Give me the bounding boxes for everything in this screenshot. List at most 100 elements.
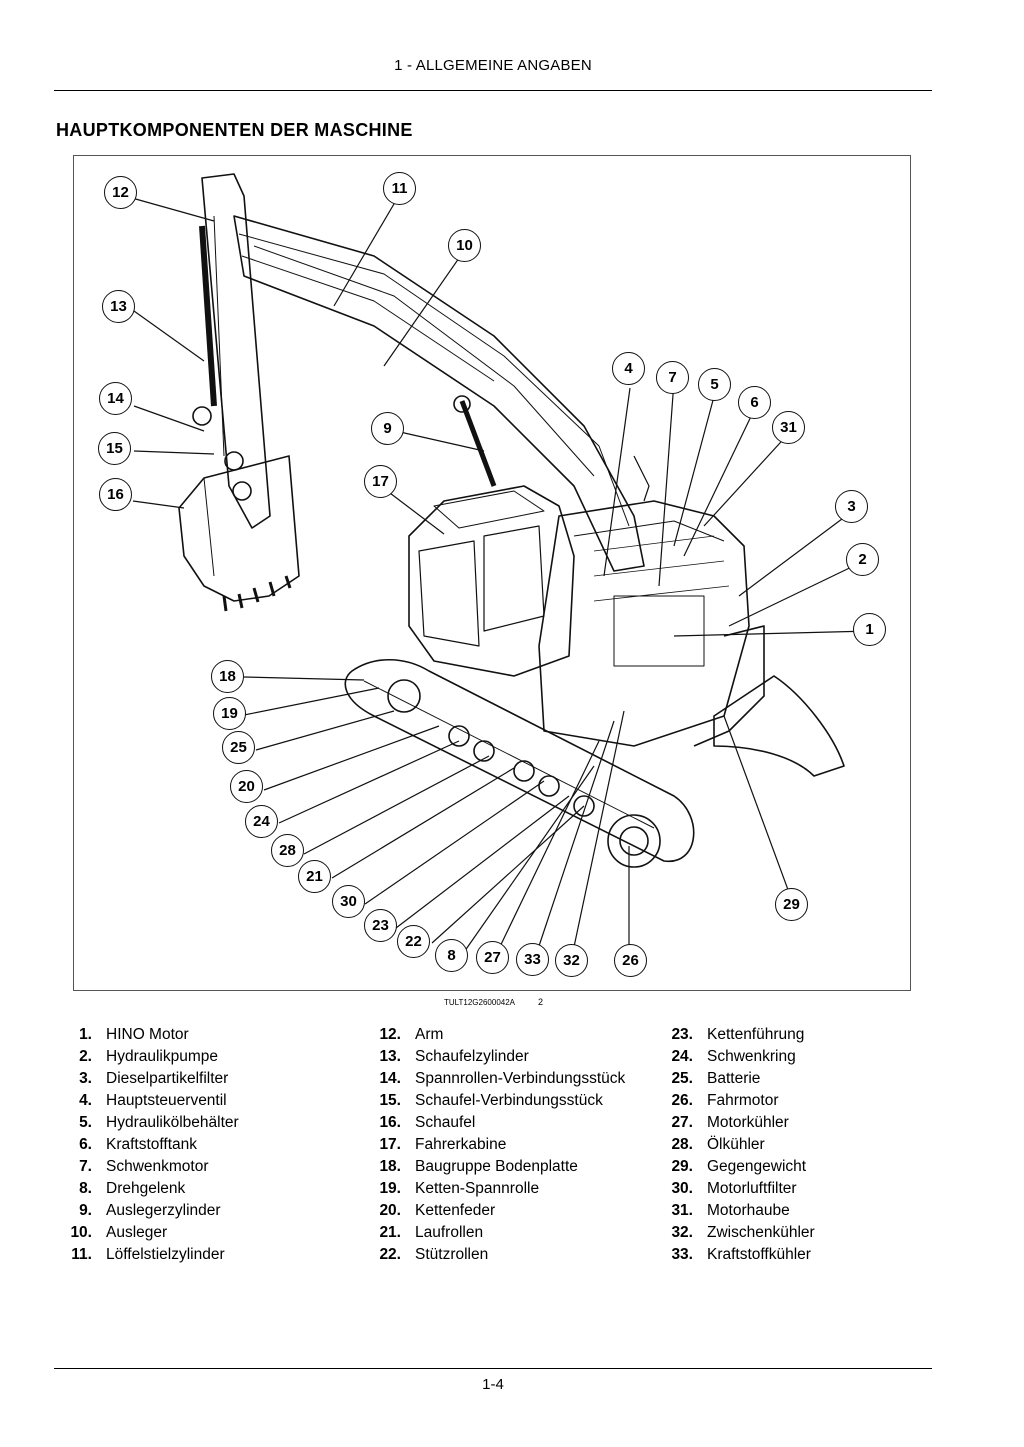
legend-item-number: 33. <box>671 1246 693 1263</box>
legend-item-number: 32. <box>671 1224 693 1241</box>
legend-item-number: 7. <box>79 1158 92 1175</box>
callout-12: 12 <box>104 176 137 209</box>
legend-item-number: 12. <box>379 1026 401 1043</box>
callout-22: 22 <box>397 925 430 958</box>
legend-item-label: Stützrollen <box>415 1246 489 1263</box>
callout-8: 8 <box>435 939 468 972</box>
legend-item-label: HINO Motor <box>106 1026 189 1043</box>
legend-item-label: Dieselpartikelfilter <box>106 1070 229 1087</box>
legend-item-label: Spannrollen-Verbindungsstück <box>415 1070 626 1087</box>
callout-28: 28 <box>271 834 304 867</box>
callout-15: 15 <box>98 432 131 465</box>
legend-item-label: Schaufel-Verbindungsstück <box>415 1092 603 1109</box>
callout-19: 19 <box>213 697 246 730</box>
callout-4: 4 <box>612 352 645 385</box>
legend-item-number: 9. <box>79 1202 92 1219</box>
header-rule <box>54 90 932 91</box>
excavator-line-art <box>178 173 845 868</box>
legend-item-label: Kraftstoffkühler <box>707 1246 811 1263</box>
callout-17: 17 <box>364 465 397 498</box>
callout-1: 1 <box>853 613 886 646</box>
callout-26: 26 <box>614 944 647 977</box>
callout-32: 32 <box>555 944 588 977</box>
running-header: 1 - ALLGEMEINE ANGABEN <box>394 57 592 74</box>
legend-item-number: 19. <box>379 1180 401 1197</box>
legend-item-number: 31. <box>671 1202 693 1219</box>
callout-6: 6 <box>738 386 771 419</box>
legend-item-label: Hauptsteuerventil <box>106 1092 227 1109</box>
legend-item-number: 29. <box>671 1158 693 1175</box>
callout-7: 7 <box>656 361 689 394</box>
callout-33: 33 <box>516 943 549 976</box>
callout-10: 10 <box>448 229 481 262</box>
legend-item-number: 25. <box>671 1070 693 1087</box>
legend-item-label: Hydraulikpumpe <box>106 1048 218 1065</box>
legend-item-number: 18. <box>379 1158 401 1175</box>
legend-item-number: 21. <box>379 1224 401 1241</box>
legend-item-label: Ölkühler <box>707 1136 765 1153</box>
legend-item-number: 30. <box>671 1180 693 1197</box>
legend-item-label: Motorhaube <box>707 1202 790 1219</box>
page-title: HAUPTKOMPONENTEN DER MASCHINE <box>56 120 413 140</box>
callout-24: 24 <box>245 805 278 838</box>
legend-item-number: 24. <box>671 1048 693 1065</box>
callout-16: 16 <box>99 478 132 511</box>
legend-item-label: Baugruppe Bodenplatte <box>415 1158 578 1175</box>
legend-item-label: Zwischenkühler <box>707 1224 815 1241</box>
legend-item-label: Gegengewicht <box>707 1158 807 1175</box>
legend-item-number: 22. <box>379 1246 401 1263</box>
callout-30: 30 <box>332 885 365 918</box>
legend-item-label: Schwenkring <box>707 1048 796 1065</box>
legend-item-number: 28. <box>671 1136 693 1153</box>
legend-item-number: 27. <box>671 1114 693 1131</box>
legend-item-label: Batterie <box>707 1070 761 1087</box>
legend-item-label: Schaufel <box>415 1114 476 1131</box>
legend-item-label: Hydraulikölbehälter <box>106 1114 239 1131</box>
legend-item-number: 13. <box>379 1048 401 1065</box>
callout-25: 25 <box>222 731 255 764</box>
legend-item-label: Kettenführung <box>707 1026 805 1043</box>
legend-item-number: 11. <box>71 1246 92 1263</box>
legend-item-number: 2. <box>79 1048 92 1065</box>
figure-caption-code: TULT12G2600042A <box>444 998 516 1007</box>
legend-item-number: 23. <box>671 1026 693 1043</box>
legend-item-number: 3. <box>79 1070 92 1087</box>
callout-3: 3 <box>835 490 868 523</box>
callout-11: 11 <box>383 172 416 205</box>
callout-13: 13 <box>102 290 135 323</box>
callout-21: 21 <box>298 860 331 893</box>
legend-item-label: Ketten-Spannrolle <box>415 1180 540 1197</box>
legend-item-label: Auslegerzylinder <box>106 1202 221 1219</box>
legend-item-label: Laufrollen <box>415 1224 484 1241</box>
legend-item-label: Motorluftfilter <box>707 1180 797 1197</box>
legend-item-number: 6. <box>79 1136 92 1153</box>
footer-rule <box>54 1368 932 1369</box>
leader-lines <box>131 191 872 962</box>
legend-item-label: Schwenkmotor <box>106 1158 209 1175</box>
legend-item-label: Kettenfeder <box>415 1202 496 1219</box>
legend-item-number: 5. <box>79 1114 92 1131</box>
legend-item-number: 17. <box>379 1136 401 1153</box>
legend-item-number: 8. <box>79 1180 92 1197</box>
machine-illustration: 12 11 10 13 4 7 5 6 14 9 31 15 17 3 16 2… <box>73 155 911 991</box>
legend-item-number: 15. <box>379 1092 401 1109</box>
page-number: 1-4 <box>482 1376 504 1393</box>
legend-item-number: 1. <box>79 1026 92 1043</box>
figure-caption-number: 2 <box>538 997 544 1007</box>
callout-9: 9 <box>371 412 404 445</box>
legend-item-number: 4. <box>79 1092 92 1109</box>
legend-item-number: 26. <box>671 1092 693 1109</box>
legend-item-label: Ausleger <box>106 1224 168 1241</box>
callout-23: 23 <box>364 909 397 942</box>
callout-20: 20 <box>230 770 263 803</box>
callout-27: 27 <box>476 941 509 974</box>
legend-item-label: Kraftstofftank <box>106 1136 198 1153</box>
legend-item-label: Löffelstielzylinder <box>106 1246 225 1263</box>
legend-item-label: Arm <box>415 1026 444 1043</box>
legend-item-label: Schaufelzylinder <box>415 1048 529 1065</box>
legend-item-label: Motorkühler <box>707 1114 789 1131</box>
legend-item-number: 14. <box>379 1070 401 1087</box>
callout-31: 31 <box>772 411 805 444</box>
excavator-drawing <box>131 173 872 962</box>
callout-2: 2 <box>846 543 879 576</box>
